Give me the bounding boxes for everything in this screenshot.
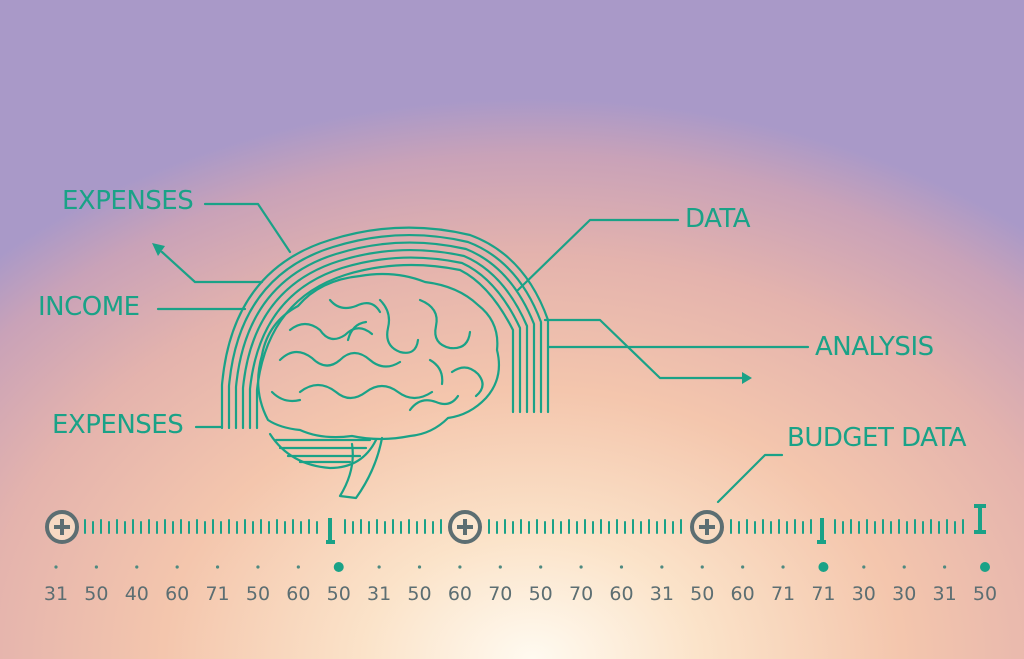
scale-dot (175, 565, 179, 569)
scale-number: 71 (811, 583, 835, 605)
connector-lines (156, 202, 810, 504)
scale-dot (741, 565, 745, 569)
scale-number: 50 (690, 583, 714, 605)
scale-dot (660, 565, 664, 569)
scale-number: 40 (125, 583, 149, 605)
scale-number: 31 (933, 583, 957, 605)
scale-dot (94, 565, 98, 569)
scale-number: 60 (448, 583, 472, 605)
scale-dots (54, 562, 990, 572)
scale-dot (417, 565, 422, 569)
scale-number: 50 (327, 583, 351, 605)
scale-dot (215, 565, 220, 569)
scale-dot (458, 565, 462, 569)
scale-dot (54, 565, 58, 569)
scale-numbers: 31 50 40 60 71 50 60 50 31 50 60 70 50 70 60 31 50 60 71 71… (44, 583, 997, 605)
scale-number: 70 (569, 583, 593, 605)
scale-number: 31 (367, 583, 391, 605)
scale-number: 60 (731, 583, 755, 605)
scale-number: 50 (973, 583, 997, 605)
scale-dot (619, 565, 624, 569)
scale-number: 31 (650, 583, 674, 605)
scale-dot (579, 565, 583, 569)
label-expenses-bottom: EXPENSES (52, 410, 184, 440)
scale-dot (902, 565, 906, 569)
ruler-ticks (84, 519, 964, 534)
scale-number: 30 (892, 583, 916, 605)
scale-number: 60 (609, 583, 633, 605)
scale-dot (539, 565, 543, 569)
scale-dot (943, 565, 947, 569)
scale-number: 50 (84, 583, 108, 605)
scale-dot-highlight (818, 562, 829, 572)
scale-number: 50 (529, 583, 553, 605)
arrow-icon (152, 243, 752, 384)
scale-number: 70 (488, 583, 512, 605)
scale-number: 60 (165, 583, 189, 605)
scale-dot (781, 565, 785, 569)
label-budget-data: BUDGET DATA (787, 423, 967, 453)
label-expenses-top: EXPENSES (62, 186, 194, 216)
scale-number: 50 (246, 583, 270, 605)
scale-number: 71 (771, 583, 795, 605)
scale-number: 31 (44, 583, 68, 605)
scale-dot (498, 565, 502, 569)
plus-circle-icon (448, 510, 482, 544)
plus-circle-icon (690, 510, 724, 544)
brain-icon (257, 272, 501, 500)
scale-dot (377, 565, 381, 569)
plus-circle-icon (45, 510, 79, 544)
scale-dot (862, 565, 866, 569)
scale-dot (296, 565, 300, 569)
scale-dot-highlight (980, 562, 990, 572)
scale-dot (700, 565, 704, 569)
label-analysis: ANALYSIS (815, 332, 934, 362)
label-data: DATA (685, 204, 750, 234)
scale-dot (256, 565, 260, 569)
scale-dot-highlight (333, 562, 344, 572)
ruler-markers (326, 504, 986, 544)
label-income: INCOME (38, 292, 140, 322)
scale-number: 60 (286, 583, 310, 605)
scale-number: 50 (407, 583, 431, 605)
brain-arcs (220, 226, 550, 430)
scale-number: 71 (205, 583, 229, 605)
scale-dot (135, 565, 139, 569)
scale-number: 30 (852, 583, 876, 605)
